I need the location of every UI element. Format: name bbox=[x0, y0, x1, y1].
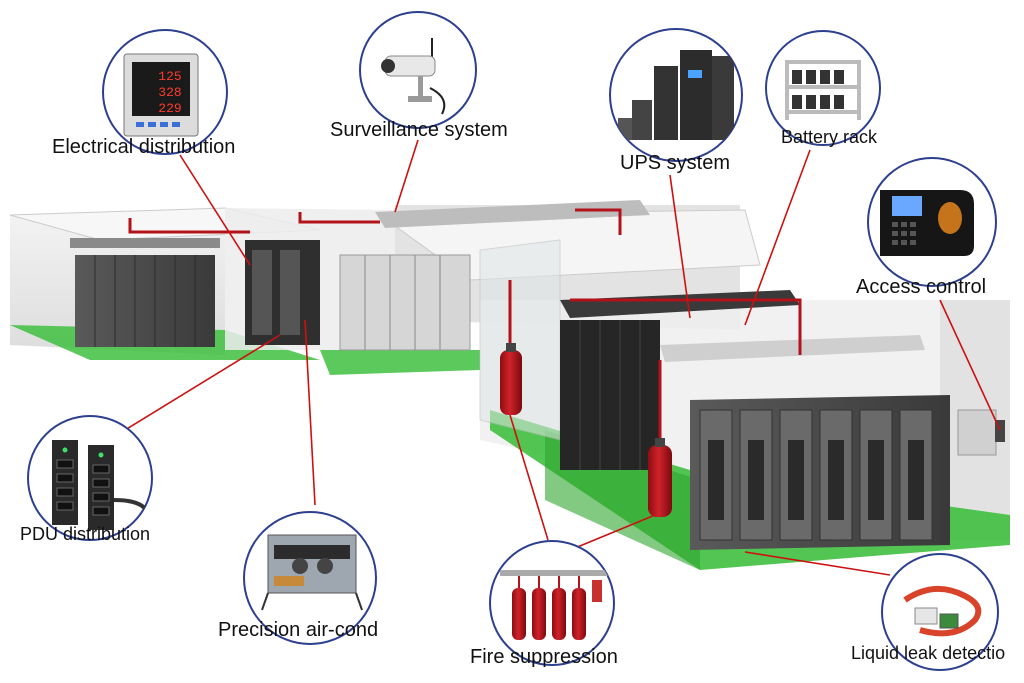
power-cabinets bbox=[245, 240, 471, 351]
pdu-distribution-label: PDU distribution bbox=[20, 524, 151, 544]
leak-sensor-cable-icon bbox=[903, 585, 982, 637]
leak-callout-circle bbox=[881, 553, 999, 671]
air-conditioner-icon bbox=[261, 534, 363, 611]
fire-callout-circle bbox=[489, 540, 615, 666]
aircond-callout-circle bbox=[243, 511, 377, 645]
electrical-distribution-label: Electrical distribution bbox=[52, 136, 236, 158]
rack-row-center bbox=[560, 320, 660, 470]
surveillance-callout-circle bbox=[359, 11, 477, 129]
meter-reading-1: 125 bbox=[158, 69, 181, 84]
electrical-callout-circle: 125 328 229 bbox=[102, 29, 228, 155]
surveillance-system-label: Surveillance system bbox=[330, 119, 508, 141]
gas-cylinder-icon bbox=[500, 570, 610, 640]
fire-pipes bbox=[128, 208, 802, 450]
fire-suppression-label: Fire suppression bbox=[470, 646, 618, 668]
access-control-label: Access control bbox=[856, 276, 987, 298]
battery-rack-label: Battery rack bbox=[781, 127, 878, 147]
camera-icon bbox=[381, 38, 446, 115]
precision-aircond-label: Precision air-cond bbox=[218, 619, 379, 641]
access-callout-circle bbox=[867, 157, 997, 287]
pdu-callout-circle bbox=[27, 415, 153, 541]
rack-row-left bbox=[70, 238, 220, 347]
battery-callout-circle bbox=[765, 30, 881, 146]
power-meter-icon: 125 328 229 bbox=[123, 53, 199, 137]
ups-system-label: UPS system bbox=[620, 152, 731, 174]
rack-row-right bbox=[690, 395, 1005, 550]
ups-cabinet-icon bbox=[618, 50, 734, 140]
meter-reading-3: 229 bbox=[158, 101, 181, 116]
meter-reading-2: 328 bbox=[158, 85, 181, 100]
liquid-leak-detection-label: Liquid leak detectio bbox=[851, 643, 1006, 663]
pdu-strip-icon bbox=[52, 440, 150, 530]
battery-rack-icon bbox=[785, 60, 861, 120]
ups-callout-circle bbox=[609, 28, 743, 162]
callout-lines bbox=[124, 139, 1001, 576]
fingerprint-reader-icon bbox=[880, 190, 974, 256]
fire-cylinders bbox=[500, 343, 672, 517]
